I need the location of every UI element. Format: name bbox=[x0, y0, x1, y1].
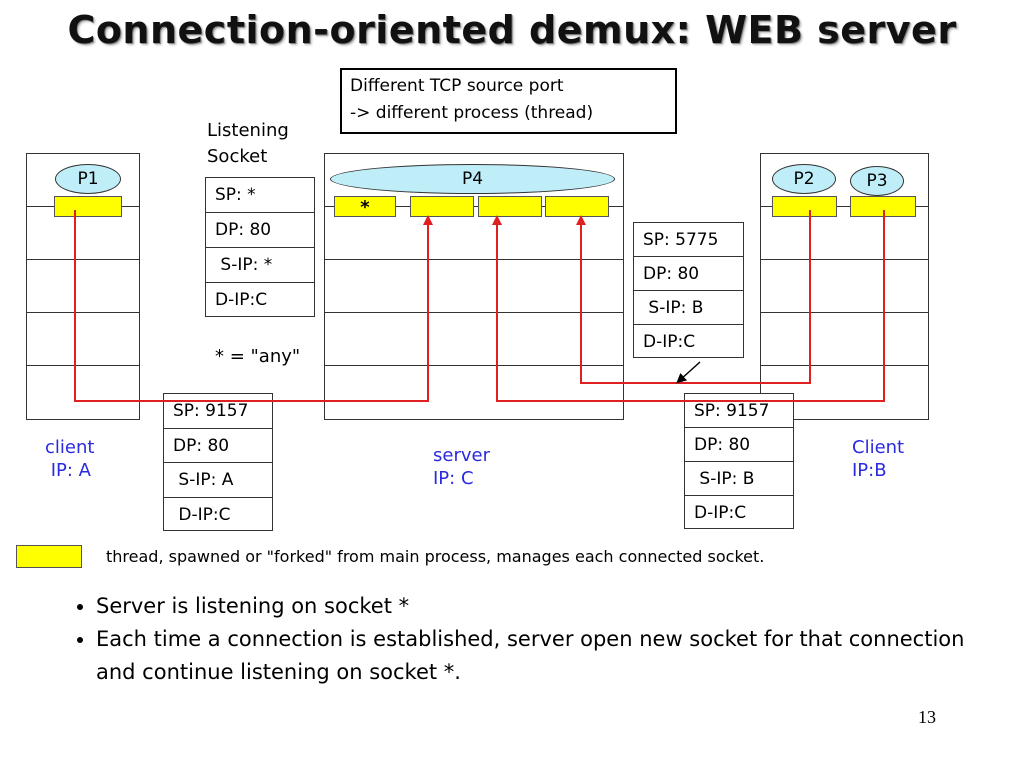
segment-client-b: SP: 9157 DP: 80 S-IP: B D-IP:C bbox=[684, 393, 794, 529]
seg-a-dip: D-IP:C bbox=[173, 504, 231, 525]
bullet-list: Server is listening on socket * Each tim… bbox=[70, 590, 970, 689]
slide-title: Connection-oriented demux: WEB server bbox=[67, 8, 957, 52]
callout-line-2: -> different process (thread) bbox=[350, 103, 594, 123]
seg-b-sp: SP: 9157 bbox=[685, 394, 793, 428]
listening-sp: SP: * bbox=[206, 178, 314, 213]
segment-client-a: SP: 9157 DP: 80 S-IP: A D-IP:C bbox=[163, 393, 273, 531]
seg-a-sp: SP: 9157 bbox=[164, 394, 272, 429]
server-thread-1 bbox=[410, 196, 474, 217]
callout-line-1: Different TCP source port bbox=[350, 76, 564, 96]
client-b-label: Client IP:B bbox=[852, 437, 905, 481]
client-a-thread bbox=[54, 196, 122, 217]
server-thread-2 bbox=[478, 196, 542, 217]
seg-5775-sip: S-IP: B bbox=[634, 291, 743, 325]
process-p2: P2 bbox=[772, 164, 836, 194]
seg-b-sip: S-IP: B bbox=[685, 462, 793, 496]
seg-5775-dp: DP: 80 bbox=[634, 257, 743, 291]
listening-socket-label: Listening Socket bbox=[207, 120, 289, 167]
listening-socket-thread: * bbox=[334, 196, 396, 218]
process-p1: P1 bbox=[55, 164, 121, 194]
bullet-item: Server is listening on socket * bbox=[96, 590, 970, 623]
listening-star-label: * bbox=[360, 197, 370, 218]
segment-5775: SP: 5775 DP: 80 S-IP: B D-IP:C bbox=[633, 222, 744, 358]
seg-a-sip: S-IP: A bbox=[164, 463, 272, 498]
seg-5775-sp: SP: 5775 bbox=[634, 223, 743, 257]
seg-b-dp: DP: 80 bbox=[685, 428, 793, 462]
bullet-item: Each time a connection is established, s… bbox=[96, 623, 970, 689]
seg-a-dp: DP: 80 bbox=[164, 429, 272, 463]
listening-socket-box: SP: * DP: 80 S-IP: * D-IP:C bbox=[205, 177, 315, 317]
callout-pointer bbox=[676, 361, 701, 384]
client-a-label: client IP: A bbox=[45, 437, 95, 481]
any-note: * = "any" bbox=[215, 346, 301, 367]
server-label: server IP: C bbox=[433, 445, 490, 489]
seg-5775-dip: D-IP:C bbox=[643, 332, 696, 352]
legend-text: thread, spawned or "forked" from main pr… bbox=[106, 547, 765, 566]
seg-b-dip: D-IP:C bbox=[694, 503, 747, 523]
listening-dp: DP: 80 bbox=[206, 213, 314, 248]
connection-b-p2-to-server bbox=[576, 210, 811, 384]
page-number: 13 bbox=[918, 707, 936, 727]
listening-dip: D-IP:C bbox=[215, 290, 268, 310]
connection-a-to-server bbox=[74, 210, 433, 402]
process-p3: P3 bbox=[850, 166, 904, 196]
process-p4: P4 bbox=[330, 164, 615, 194]
connection-b-p3-to-server bbox=[492, 210, 885, 402]
legend-thread-swatch bbox=[16, 545, 82, 568]
callout-box: Different TCP source port -> different p… bbox=[340, 68, 677, 134]
listening-sip: S-IP: * bbox=[206, 248, 314, 283]
client-b-thread-1 bbox=[772, 196, 837, 217]
